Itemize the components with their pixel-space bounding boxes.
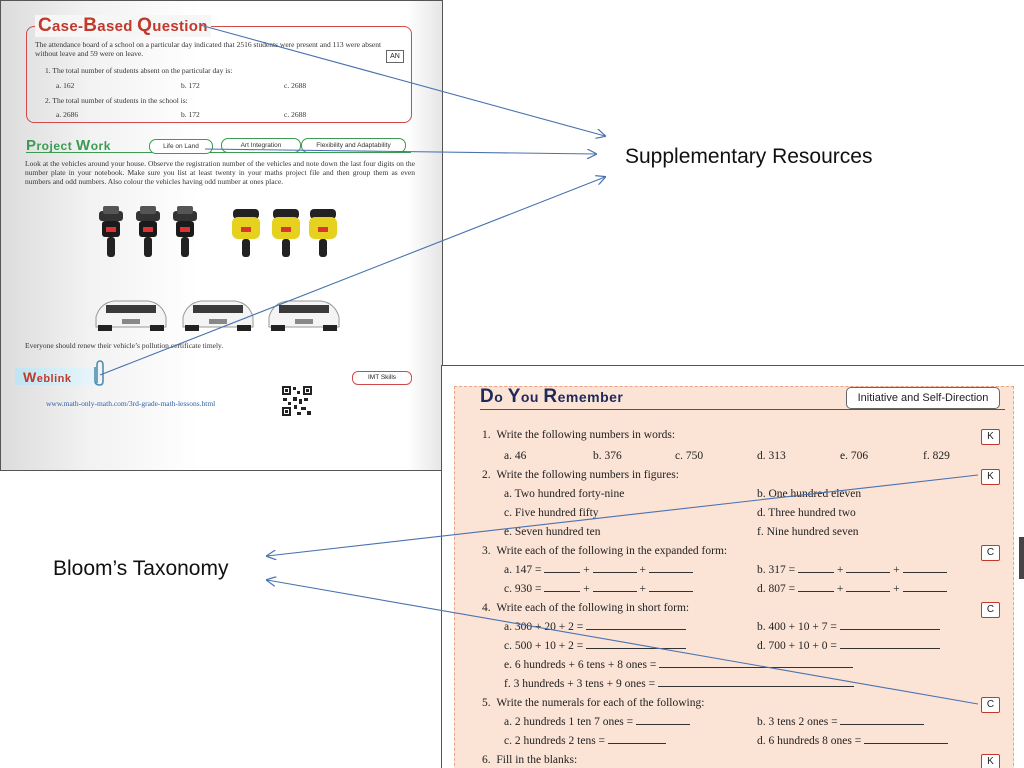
bloom-tag-q1: K [981,429,1000,445]
an-badge: AN [386,50,404,63]
q1-item-c: c. 750 [675,450,704,462]
q4-item-a: a. 300 + 20 + 2 = [504,621,687,633]
q1-item-d: d. 313 [757,450,786,462]
worksheet-sheet [454,386,1014,768]
bloom-tag-q6: K [981,754,1000,768]
weblink-title: Weblink [23,369,72,385]
question-5: 5. Write the numerals for each of the fo… [482,697,705,709]
qr-code-icon [281,385,313,417]
paperclip-icon [94,360,104,386]
q3-item-c: c. 930 = + + [504,583,693,595]
q1-item-f: f. 829 [923,450,950,462]
bloom-tag-q4: C [981,602,1000,618]
blooms-taxonomy-label: Bloom’s Taxonomy [53,557,229,580]
black-motorcycle-icon [136,206,160,257]
q5-item-c: c. 2 hundreds 2 tens = [504,735,666,747]
question-2: 2. Write the following numbers in figure… [482,469,679,481]
pill-flexibility: Flexibility and Adaptability [301,138,406,153]
pollution-note: Everyone should renew their vehicle’s po… [25,341,224,350]
q2-item-a: a. Two hundred forty-nine [504,488,625,500]
q4-item-e: e. 6 hundreds + 6 tens + 8 ones = [504,659,854,671]
q1-item-b: b. 376 [593,450,622,462]
white-car-icon [268,300,340,331]
q1-item-a: a. 46 [504,450,527,462]
question-4: 4. Write each of the following in short … [482,602,690,614]
yellow-scooter-icon [232,209,260,257]
pill-art-integration: Art Integration [221,138,301,153]
q2-item-f: f. Nine hundred seven [757,526,859,538]
case-q1-option-a: a. 162 [56,81,75,90]
do-you-remember-title: Do You Remember [480,386,624,407]
q4-item-c: c. 500 + 10 + 2 = [504,640,687,652]
weblink-banner [15,368,95,385]
q4-item-d: d. 700 + 10 + 0 = [757,640,940,652]
worksheet-page-blooms: Do You Remember Initiative and Self-Dire… [441,365,1024,768]
white-car-icon [182,300,254,331]
yellow-scooter-icon [309,209,337,257]
q3-item-a: a. 147 = + + [504,564,693,576]
case-q2-option-a: a. 2686 [56,110,79,119]
weblink-url[interactable]: www.math-only-math.com/3rd-grade-math-le… [46,399,216,408]
q5-item-a: a. 2 hundreds 1 ten 7 ones = [504,716,691,728]
bloom-tag-q2: K [981,469,1000,485]
q4-item-f: f. 3 hundreds + 3 tens + 9 ones = [504,678,854,690]
case-question-1: 1. The total number of students absent o… [45,66,233,75]
black-motorcycle-icon [99,206,123,257]
scrollbar-thumb[interactable] [1019,537,1024,579]
black-motorcycle-icon [173,206,197,257]
case-q2-option-b: b. 172 [181,110,200,119]
case-q1-option-c: c. 2688 [284,81,307,90]
pill-life-on-land: Life on Land [149,139,213,154]
imt-skills-badge: IMT Skills [352,371,412,385]
bloom-tag-q3: C [981,545,1000,561]
q4-item-b: b. 400 + 10 + 7 = [757,621,940,633]
case-based-question-title: Case-Based Question [35,15,211,37]
question-1: 1. Write the following numbers in words: [482,429,676,441]
case-intro-text: The attendance board of a school on a pa… [35,40,382,58]
q3-item-d: d. 807 = + + [757,583,947,595]
q2-item-e: e. Seven hundred ten [504,526,601,538]
white-car-icon [95,300,167,331]
question-6: 6. Fill in the blanks: [482,754,578,766]
supplementary-resources-label: Supplementary Resources [625,145,873,168]
q3-item-b: b. 317 = + + [757,564,947,576]
case-question-2: 2. The total number of students in the s… [45,96,188,105]
q1-item-e: e. 706 [840,450,869,462]
q5-item-d: d. 6 hundreds 8 ones = [757,735,949,747]
question-3: 3. Write each of the following in the ex… [482,545,728,557]
q2-item-d: d. Three hundred two [757,507,856,519]
yellow-scooter-icon [272,209,300,257]
bloom-tag-q5: C [981,697,1000,713]
textbook-page-supplementary: Case-Based Question The attendance board… [0,0,443,471]
case-q2-option-c: c. 2688 [284,110,307,119]
case-q1-option-b: b. 172 [181,81,200,90]
q2-item-c: c. Five hundred fifty [504,507,599,519]
do-you-remember-rule [480,409,1005,410]
project-work-paragraph: Look at the vehicles around your house. … [25,159,415,187]
q5-item-b: b. 3 tens 2 ones = [757,716,925,728]
project-work-title: Project Work [26,137,111,154]
q2-item-b: b. One hundred eleven [757,488,862,500]
initiative-badge: Initiative and Self-Direction [846,387,1000,409]
